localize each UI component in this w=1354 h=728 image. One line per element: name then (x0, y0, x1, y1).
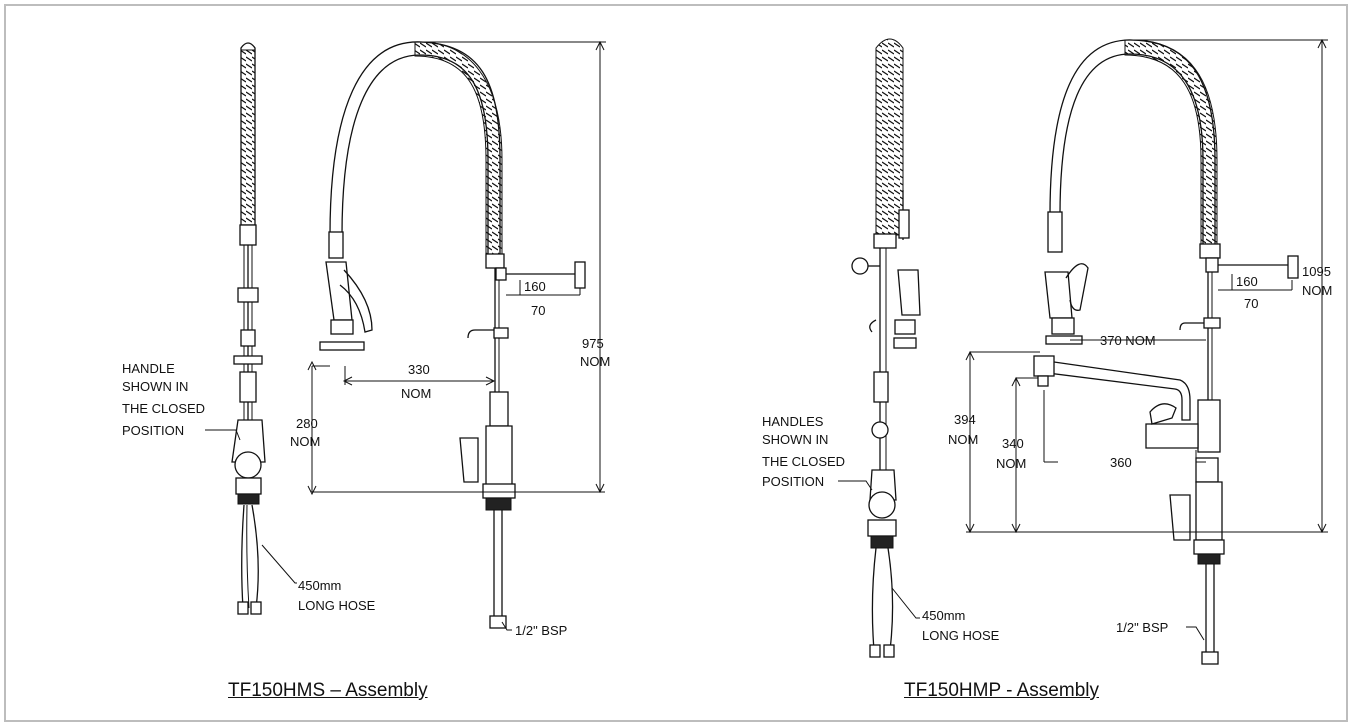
dim-975-value: 975 (582, 336, 604, 351)
bsp-label: 1/2" BSP (1116, 620, 1168, 635)
wall-plate (1287, 255, 1299, 279)
hose-left (241, 504, 245, 609)
spray-valve (325, 261, 353, 321)
spray-nozzle (893, 337, 917, 349)
base-flange (235, 477, 262, 495)
valve-body (240, 329, 256, 347)
tf150hmp-front-view (838, 38, 1328, 665)
spray-nozzle (319, 341, 365, 351)
bsp-leader (1186, 626, 1205, 641)
dim-70-label: 70 (1244, 296, 1258, 311)
handle (868, 491, 896, 519)
dim-1095-value: 1095 (1302, 264, 1331, 279)
nozzle (233, 355, 263, 365)
hose-label-line-1: 450mm (922, 608, 965, 623)
handle-note-line-4: POSITION (122, 423, 184, 438)
dim-394-unit: NOM (948, 432, 978, 447)
spring-collar (485, 253, 505, 269)
swing-spout (1039, 359, 1191, 421)
spray-valve (1044, 271, 1073, 319)
spring-coil (1124, 39, 1218, 246)
hose-fitting (898, 209, 910, 239)
hose-left (871, 547, 877, 651)
handle-note-line-4: POSITION (762, 474, 824, 489)
mixer-body (231, 419, 266, 463)
dim-360-label: 360 (1110, 455, 1132, 470)
dim-280-unit: NOM (290, 434, 320, 449)
wall-bracket (237, 287, 259, 303)
hose-fitting (1047, 211, 1063, 253)
mixer-body (1195, 481, 1223, 541)
spring-collar (239, 224, 257, 246)
hose-leader (261, 544, 297, 584)
dim-394-value: 394 (954, 412, 976, 427)
mounting-nut (485, 497, 512, 511)
tap-handle (1149, 403, 1177, 425)
tf150hms-labels: HANDLE SHOWN IN THE CLOSED POSITION 160 … (122, 279, 610, 638)
hose-right (251, 504, 259, 609)
handle-leader (205, 429, 241, 441)
wall-plate (574, 261, 586, 289)
dim-70-label: 70 (531, 303, 545, 318)
spring-coil (414, 41, 503, 256)
dim-330-unit: NOM (401, 386, 431, 401)
mounting-nut (870, 535, 894, 549)
handle-leader (838, 480, 873, 491)
dim-340-value: 340 (1002, 436, 1024, 451)
hose-label-line-2: LONG HOSE (922, 628, 1000, 643)
tf150hmp-caption: TF150HMP - Assembly (904, 680, 1099, 701)
hook (467, 329, 500, 339)
valve-handle (871, 421, 889, 439)
drawing-frame (4, 4, 1348, 722)
hose-leader (891, 587, 920, 619)
dim-160-label: 160 (1236, 274, 1258, 289)
hook (1179, 322, 1208, 331)
spray-lever (1065, 263, 1089, 311)
dim-975-unit: NOM (580, 354, 610, 369)
handle (459, 437, 479, 483)
tf150hms-caption: TF150HMS – Assembly (228, 680, 428, 701)
dim-160-label: 160 (524, 279, 546, 294)
handle-note-line-2: SHOWN IN (122, 379, 188, 394)
spray-valve (897, 269, 921, 316)
handle-note-line-3: THE CLOSED (122, 401, 205, 416)
mixer-body (485, 425, 513, 486)
hook (869, 319, 877, 333)
base-flange (867, 519, 897, 537)
handle-note-line-1: HANDLES (762, 414, 824, 429)
mounting-nut (1197, 553, 1221, 565)
hose-fitting (328, 231, 344, 259)
tf150hmp-side-view (851, 38, 921, 658)
spring-collar (1199, 243, 1221, 259)
handle-note-line-1: HANDLE (122, 361, 175, 376)
hose-label-line-2: LONG HOSE (298, 598, 376, 613)
handle-note-line-2: SHOWN IN (762, 432, 828, 447)
hose-right (887, 547, 894, 651)
mixer-body (869, 469, 897, 501)
bsp-label: 1/2" BSP (515, 623, 567, 638)
wall-bracket (851, 257, 869, 275)
spring-collar (873, 233, 897, 249)
tap-body (1145, 423, 1199, 449)
dim-280-value: 280 (296, 416, 318, 431)
handle-note-line-3: THE CLOSED (762, 454, 845, 469)
handle (234, 451, 262, 479)
tf150hms-front-view (205, 40, 606, 631)
dim-330-value: 330 (408, 362, 430, 377)
tf150hmp-labels: HANDLES SHOWN IN THE CLOSED POSITION 160… (762, 264, 1332, 643)
dim-1095-unit: NOM (1302, 283, 1332, 298)
dim-340-unit: NOM (996, 456, 1026, 471)
handle (1169, 494, 1191, 541)
bsp-leader (501, 621, 512, 631)
hose-label-line-1: 450mm (298, 578, 341, 593)
mounting-nut (237, 493, 260, 505)
spring-coil (875, 38, 904, 236)
tf150hms-side-view (231, 42, 266, 615)
dim-370-label: 370 NOM (1100, 333, 1156, 348)
spray-lever (339, 269, 373, 333)
